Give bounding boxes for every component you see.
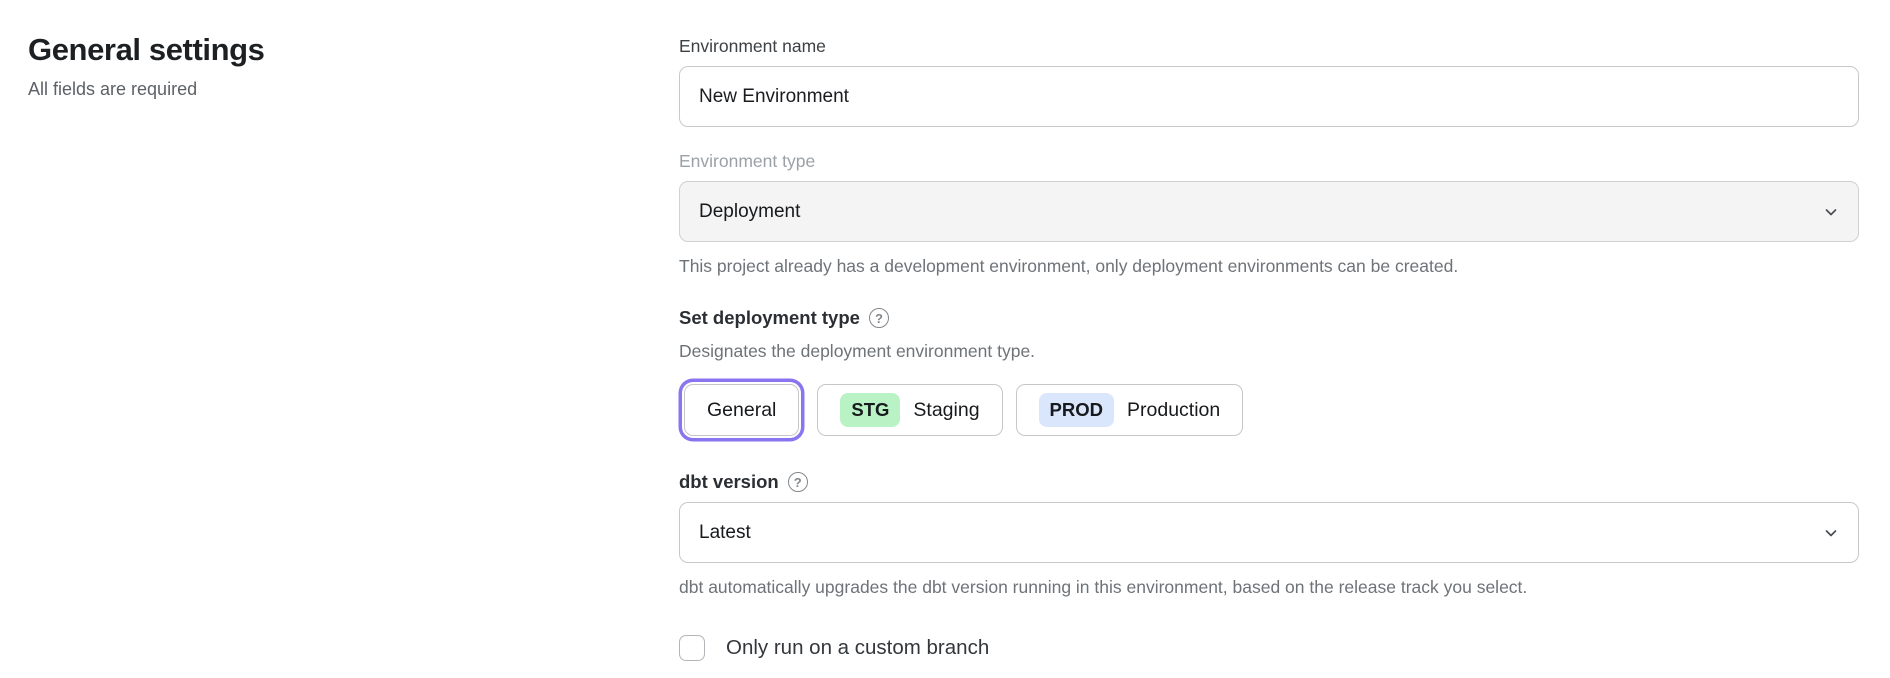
dbt-version-select[interactable]: Latest — [679, 502, 1859, 563]
dbt-version-value: Latest — [699, 521, 751, 543]
help-icon[interactable]: ? — [868, 308, 889, 328]
deployment-type-production-button[interactable]: PROD Production — [1015, 384, 1244, 436]
environment-type-label: Environment type — [679, 151, 816, 171]
deployment-type-options: General STG Staging PROD Production — [679, 376, 1859, 444]
production-badge: PROD — [1038, 393, 1114, 427]
deployment-type-general-button[interactable]: General — [684, 384, 800, 436]
environment-settings-form: Environment name Environment type Deploy… — [679, 36, 1859, 661]
staging-badge: STG — [840, 393, 901, 427]
page-subtitle: All fields are required — [28, 79, 198, 99]
dbt-version-label: dbt version — [679, 471, 779, 492]
custom-branch-row: Only run on a custom branch — [679, 635, 1859, 661]
environment-type-value: Deployment — [699, 200, 801, 222]
deployment-type-production-label: Production — [1127, 398, 1221, 421]
deployment-type-staging-label: Staging — [913, 398, 980, 421]
custom-branch-label[interactable]: Only run on a custom branch — [726, 636, 990, 659]
deployment-type-staging-button[interactable]: STG Staging — [817, 384, 1003, 436]
page-title: General settings — [28, 32, 265, 67]
deployment-type-label: Set deployment type — [679, 307, 860, 328]
help-icon[interactable]: ? — [787, 472, 808, 492]
chevron-down-icon — [1823, 525, 1839, 541]
environment-type-select: Deployment — [679, 181, 1859, 242]
environment-name-input[interactable] — [679, 66, 1859, 127]
environment-name-label: Environment name — [679, 36, 826, 56]
environment-type-helper: This project already has a development e… — [679, 256, 1459, 276]
dbt-version-label-row: dbt version ? — [679, 471, 1859, 493]
custom-branch-checkbox[interactable] — [679, 635, 705, 661]
dbt-version-helper: dbt automatically upgrades the dbt versi… — [679, 577, 1528, 597]
deployment-type-label-row: Set deployment type ? — [679, 307, 1859, 329]
settings-header: General settings All fields are required — [28, 32, 588, 100]
deployment-type-general-label: General — [707, 398, 777, 421]
deployment-type-helper: Designates the deployment environment ty… — [679, 341, 1036, 361]
chevron-down-icon — [1823, 204, 1839, 220]
